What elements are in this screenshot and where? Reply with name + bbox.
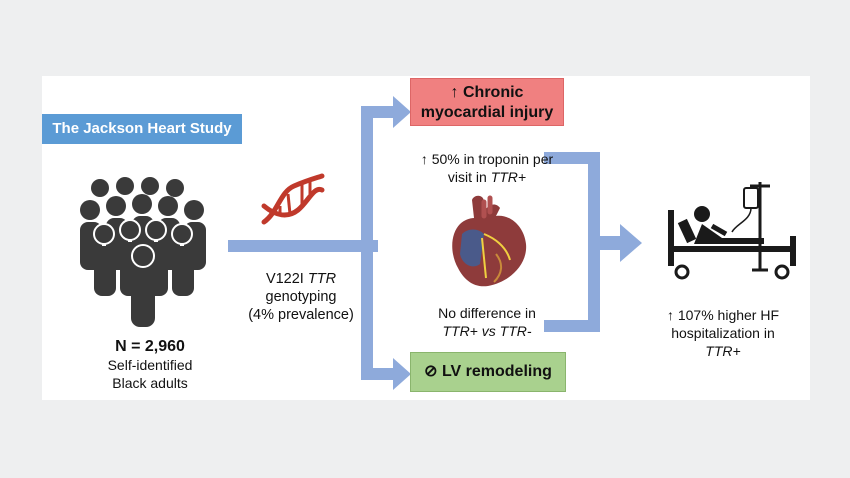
people-crowd-icon — [80, 177, 206, 327]
dna-icon — [261, 173, 325, 225]
no-difference-line1: No difference in — [438, 305, 536, 321]
no-difference-gene-pos: TTR+ — [442, 323, 478, 339]
lv-remodeling-label: LV remodeling — [441, 363, 552, 380]
no-difference-finding: No difference in TTR+ vs TTR- — [402, 304, 572, 340]
troponin-line1: ↑ 50% in troponin per — [420, 151, 554, 167]
study-label: The Jackson Heart Study — [42, 114, 242, 144]
genotyping-line2: genotyping — [265, 289, 337, 305]
troponin-line2-prefix: visit in — [447, 169, 491, 185]
troponin-line2-gene: TTR+ — [490, 169, 527, 185]
cohort-line2: Black adults — [112, 375, 188, 391]
myocardial-injury-box: ↑ Chronic myocardial injury — [410, 78, 564, 126]
hospital-bed-icon — [668, 182, 796, 280]
no-difference-gene-neg: TTR- — [499, 323, 532, 339]
hf-line3: TTR+ — [705, 343, 741, 359]
hf-line2: hospitalization in — [671, 325, 775, 341]
genotyping-label: V122I TTR genotyping (4% prevalence) — [236, 270, 366, 324]
cohort-summary: N = 2,960 Self-identified Black adults — [60, 338, 240, 392]
hf-finding: ↑ 107% higher HF hospitalization in TTR+ — [648, 306, 798, 360]
genotyping-gene: TTR — [307, 271, 337, 287]
myocardial-injury-line1: ↑ Chronic — [450, 84, 524, 101]
genotyping-line3: (4% prevalence) — [248, 307, 354, 323]
heart-icon — [452, 195, 527, 287]
troponin-finding: ↑ 50% in troponin per visit in TTR+ — [392, 150, 582, 186]
lv-remodeling-box: ⊘ LV remodeling — [410, 352, 566, 392]
cohort-count: N = 2,960 — [115, 338, 185, 355]
hf-line1: ↑ 107% higher HF — [666, 307, 780, 323]
myocardial-injury-line2: myocardial injury — [420, 104, 554, 121]
genotyping-line1-prefix: V122I — [265, 271, 308, 287]
prohibited-icon: ⊘ — [424, 363, 438, 380]
cohort-line1: Self-identified — [107, 357, 193, 373]
no-difference-vs: vs — [477, 323, 500, 339]
